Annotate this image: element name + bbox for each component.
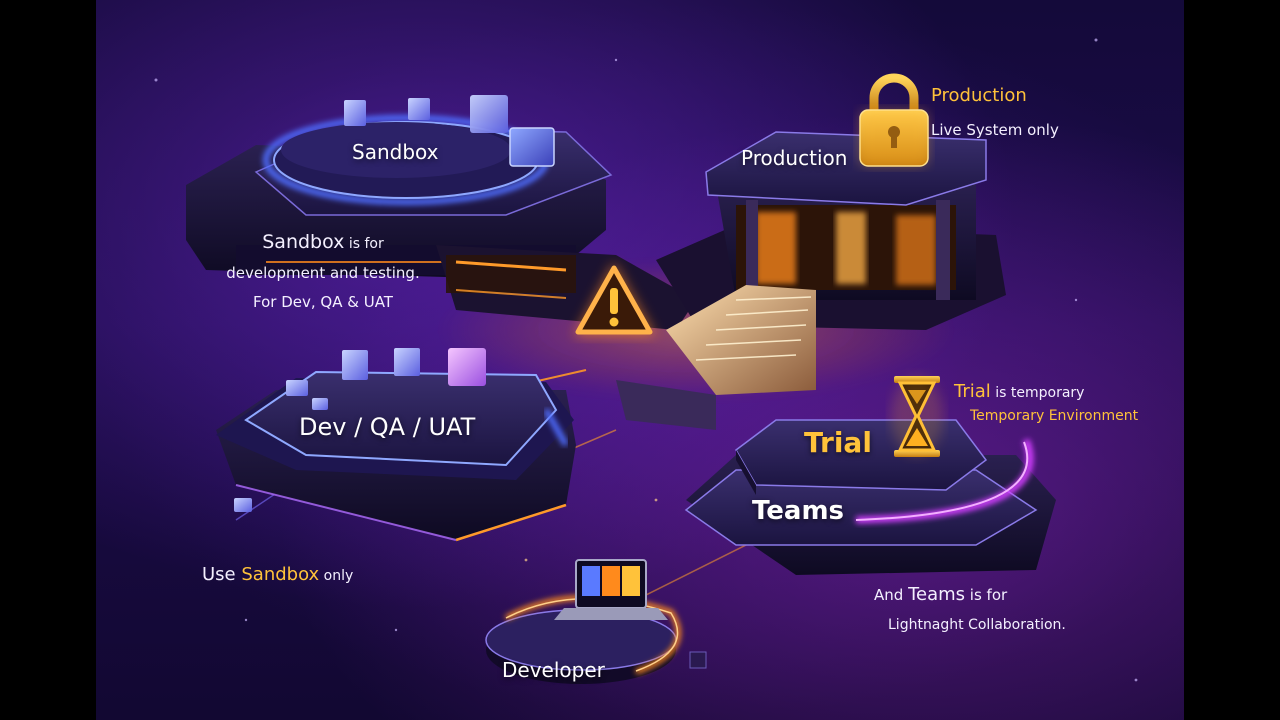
hourglass-icon xyxy=(891,376,943,457)
teams-note-rest: is for xyxy=(965,586,1008,604)
sandbox-note-line3: For Dev, QA & UAT xyxy=(253,293,393,311)
sandbox-note-rest: is for xyxy=(344,236,384,252)
sandbox-note-line1: Sandbox is for xyxy=(178,228,468,259)
trial-note-rest: is temporary xyxy=(990,385,1085,401)
teams-note-keyword: Teams xyxy=(908,584,966,605)
dev-qa-uat-platform xyxy=(216,370,576,542)
use-sandbox-prefix: Use xyxy=(202,564,242,585)
trial-note: Trial is temporary xyxy=(954,381,1084,402)
trial-note-keyword: Trial xyxy=(954,381,991,402)
use-sandbox-keyword: Sandbox xyxy=(241,564,320,585)
teams-note-prefix: And xyxy=(874,586,909,604)
sandbox-platform-label: Sandbox xyxy=(352,140,439,164)
laptop-icon xyxy=(554,559,668,620)
trial-platform-label: Trial xyxy=(804,426,872,459)
architecture-diagram: Sandbox Dev / QA / UAT Production Trial … xyxy=(96,0,1184,720)
teams-platform-label: Teams xyxy=(752,496,845,526)
trial-teams-platform xyxy=(684,419,1056,575)
warning-icon xyxy=(574,262,656,336)
use-sandbox-note: Use Sandbox only xyxy=(202,564,353,585)
production-platform-label: Production xyxy=(741,146,848,170)
sandbox-note-line2: development and testing. xyxy=(226,264,420,282)
production-building xyxy=(616,131,1006,430)
dev-cubes xyxy=(234,348,486,512)
padlock-icon xyxy=(859,73,929,167)
sandbox-note-keyword: Sandbox xyxy=(262,231,345,253)
production-note-subtitle: Live System only xyxy=(931,121,1059,139)
use-sandbox-rest: only xyxy=(319,568,354,584)
developer-platform-label: Developer xyxy=(502,658,605,682)
trial-note-subtitle: Temporary Environment xyxy=(970,408,1139,424)
sandbox-note: Sandbox is for development and testing. … xyxy=(178,228,468,317)
production-note-title: Production xyxy=(931,85,1027,106)
teams-note-line2: Lightnaght Collaboration. xyxy=(888,617,1066,633)
teams-note: And Teams is for xyxy=(874,584,1007,605)
sparkles xyxy=(154,38,1138,682)
dev-qa-uat-platform-label: Dev / QA / UAT xyxy=(299,413,476,441)
sandbox-cubes xyxy=(344,95,555,167)
diagram-artwork xyxy=(154,38,1138,684)
